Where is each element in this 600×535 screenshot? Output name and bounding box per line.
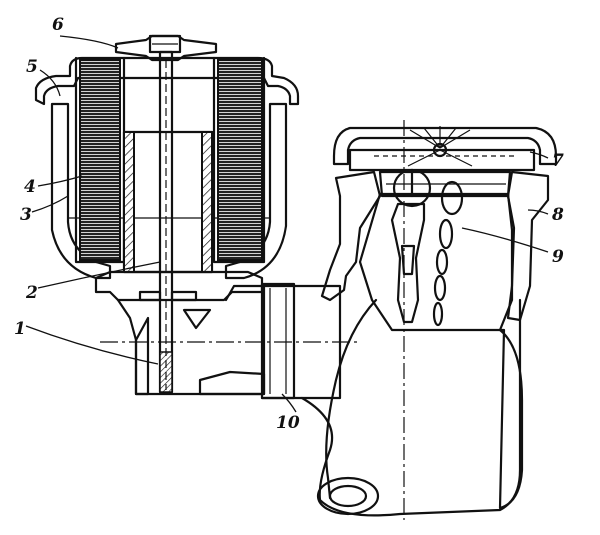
filler-neck-assembly	[316, 120, 558, 520]
leader-lines	[25, 35, 549, 413]
label-4: 4	[24, 177, 36, 197]
filler-neck-body	[320, 170, 382, 302]
label-5: 5	[26, 57, 38, 77]
label-7: 7	[552, 151, 564, 171]
connecting-pipe	[260, 282, 522, 517]
lower-pipe	[325, 298, 378, 500]
left-filter-assembly	[34, 34, 300, 396]
cap-vent-spokes	[407, 126, 473, 167]
top-lid	[34, 56, 300, 106]
label-6: 6	[52, 15, 64, 35]
filter-element-left	[79, 59, 121, 261]
inner-cylinder	[122, 130, 214, 274]
strainer-blade	[390, 202, 426, 324]
pipe-opening	[316, 476, 380, 516]
filler-cap	[332, 126, 558, 166]
label-9: 9	[552, 247, 564, 267]
retaining-chain	[432, 180, 464, 327]
callout-labels: 6 5 4 3 2 1 10 7 8 9	[14, 15, 564, 433]
filter-element-right	[217, 59, 263, 261]
wing-nut	[114, 34, 218, 62]
lower-housing	[116, 284, 266, 396]
label-8: 8	[551, 205, 564, 225]
label-1: 1	[14, 319, 26, 339]
base-flange	[94, 270, 264, 302]
label-2: 2	[25, 283, 38, 303]
label-10: 10	[276, 413, 300, 433]
label-3: 3	[20, 205, 32, 225]
